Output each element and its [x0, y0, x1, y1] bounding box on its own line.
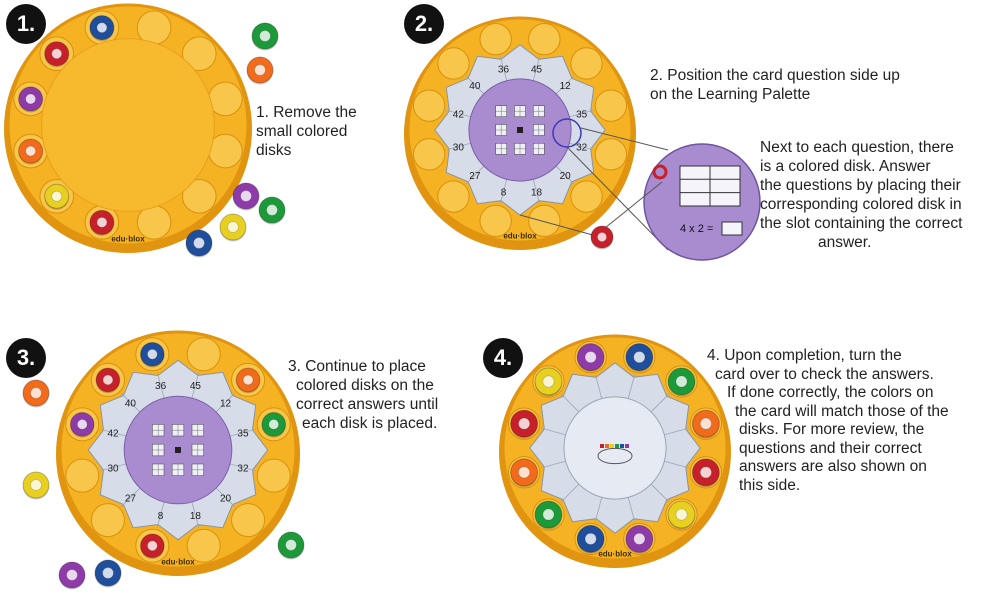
- answer-number: 45: [531, 64, 543, 75]
- palette-slot: [412, 89, 446, 122]
- palette-slot: [90, 503, 125, 538]
- zoom-callout: 4 x 2 =: [519, 118, 761, 261]
- answer-number: 12: [220, 398, 232, 409]
- caption-step-2: 2. Position the card question side up on…: [650, 67, 900, 103]
- palette-slot: [528, 22, 561, 56]
- answer-number: 20: [220, 494, 232, 505]
- palette-slot: [65, 458, 100, 493]
- answer-number: 8: [501, 188, 507, 199]
- palette-logo: edu·blox: [503, 232, 537, 241]
- answer-box: [721, 221, 743, 236]
- step-3-badge: 3.: [6, 338, 46, 378]
- answer-number: 12: [560, 81, 572, 92]
- answer-number: 8: [158, 511, 164, 522]
- answer-number: 32: [237, 463, 249, 474]
- answer-number: 27: [125, 494, 137, 505]
- answer-number: 35: [237, 429, 249, 440]
- zoom-equation: 4 x 2 =: [680, 223, 713, 235]
- answer-number: 40: [469, 81, 481, 92]
- palette-slot: [231, 503, 266, 538]
- step-2-badge: 2.: [404, 4, 444, 44]
- caption-step-3: 3. Continue to place colored disks on th…: [288, 358, 439, 432]
- answer-number: 42: [107, 429, 119, 440]
- answer-number: 20: [560, 171, 572, 182]
- palette-step-1: edu·blox: [4, 3, 252, 253]
- palette-step-3: 36 45 12 35 32 20 18 8 27 30 42 40 edu·blox: [56, 330, 300, 576]
- palette-slot: [256, 458, 291, 493]
- callout-text: Next to each question, there is a colore…: [760, 139, 963, 251]
- palette-step-4: edu·blox: [499, 334, 731, 568]
- answer-number: 36: [155, 381, 167, 392]
- answer-number: 36: [498, 64, 510, 75]
- palette-slot: [570, 47, 603, 80]
- palette-logo: edu·blox: [111, 234, 145, 243]
- caption-step-4: 4. Upon completion, turn the card over t…: [707, 347, 949, 494]
- palette-logo: edu·blox: [598, 550, 632, 559]
- palette-slot: [528, 204, 561, 238]
- loose-disks-step-3: [22, 379, 305, 590]
- answer-number: 45: [190, 381, 202, 392]
- answer-number: 35: [576, 109, 588, 120]
- step-4-badge: 4.: [483, 338, 523, 378]
- answer-number: 30: [453, 143, 465, 154]
- palette-slot: [479, 204, 512, 238]
- palette-slot: [186, 528, 221, 563]
- loose-disks-step-1: [185, 22, 286, 258]
- question-disk-marker: [652, 164, 668, 180]
- palette-slot: [181, 36, 217, 72]
- palette-slot: [594, 138, 628, 171]
- palette-slot: [412, 138, 446, 171]
- answer-number: 18: [190, 511, 202, 522]
- answer-number: 32: [576, 143, 588, 154]
- answer-number: 18: [531, 188, 543, 199]
- palette-slot: [437, 47, 470, 80]
- answer-number: 42: [453, 109, 465, 120]
- palette-slot: [181, 178, 217, 214]
- palette-slot: [594, 89, 628, 122]
- palette-slot: [437, 180, 470, 213]
- empty-card-area: [41, 38, 215, 212]
- palette-logo: edu·blox: [161, 557, 195, 566]
- answer-number: 30: [107, 463, 119, 474]
- step-1-badge: 1.: [6, 4, 46, 44]
- answer-number: 27: [469, 171, 481, 182]
- caption-step-1: 1. Remove the small colored disks: [256, 104, 357, 159]
- palette-slot: [479, 22, 512, 56]
- answer-number: 40: [125, 398, 137, 409]
- palette-slot: [570, 180, 603, 213]
- palette-slot: [186, 337, 221, 372]
